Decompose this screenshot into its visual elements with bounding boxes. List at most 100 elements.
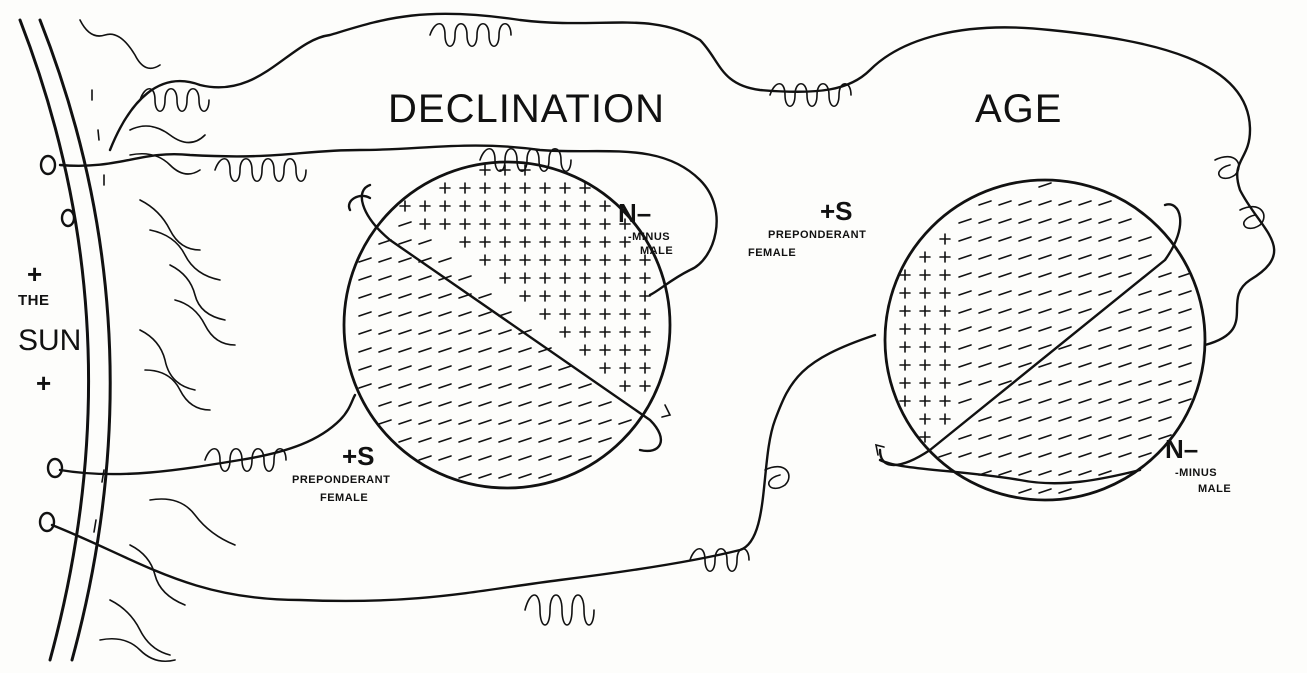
mark: [900, 306, 910, 316]
minus-mark: [1159, 417, 1171, 421]
declination-title: DECLINATION: [388, 87, 665, 131]
mark: [1119, 237, 1131, 241]
mark: [999, 363, 1011, 367]
minus-mark: [1059, 489, 1071, 493]
minus-mark: [1019, 489, 1031, 493]
mark: [940, 324, 950, 334]
minus-mark: [439, 384, 451, 388]
plus-mark: [600, 219, 610, 229]
minus-mark: [359, 348, 371, 352]
minus-mark: [439, 294, 451, 298]
mark: [959, 345, 971, 349]
minus-mark: [399, 258, 411, 262]
plus-mark: [600, 345, 610, 355]
minus-mark: [1019, 453, 1031, 457]
solar-flames: [80, 20, 235, 661]
minus-mark: [1059, 381, 1071, 385]
minus-mark: [399, 438, 411, 442]
minus-mark: [1119, 435, 1131, 439]
left-south-sign: +S: [342, 441, 375, 471]
minus-mark: [359, 258, 371, 262]
mark: [979, 363, 991, 367]
mark: [959, 327, 971, 331]
minus-mark: [459, 312, 471, 316]
minus-mark: [499, 366, 511, 370]
wire-bottom: [52, 335, 875, 601]
mark: [940, 306, 950, 316]
mark: [940, 360, 950, 370]
plus-mark: [560, 183, 570, 193]
plus-mark: [440, 219, 450, 229]
minus-mark: [419, 240, 431, 244]
plus-mark: [620, 363, 630, 373]
minus-mark: [1159, 309, 1171, 313]
minus-mark: [459, 330, 471, 334]
plus-mark: [460, 219, 470, 229]
minus-mark: [1119, 327, 1131, 331]
mark: [940, 288, 950, 298]
plus-mark: [520, 237, 530, 247]
minus-mark: [479, 366, 491, 370]
minus-mark: [559, 438, 571, 442]
plus-mark: [560, 273, 570, 283]
mark: [1019, 363, 1031, 367]
mark: [999, 309, 1011, 313]
mark: [1059, 273, 1071, 277]
plus-mark: [460, 183, 470, 193]
minus-mark: [1139, 381, 1151, 385]
minus-mark: [539, 456, 551, 460]
minus-mark: [1099, 363, 1111, 367]
minus-mark: [1159, 327, 1171, 331]
plus-mark: [520, 219, 530, 229]
minus-mark: [399, 294, 411, 298]
minus-mark: [1139, 435, 1151, 439]
minus-mark: [1019, 381, 1031, 385]
minus-mark: [379, 402, 391, 406]
minus-mark: [579, 420, 591, 424]
mark: [999, 219, 1011, 223]
minus-mark: [1079, 345, 1091, 349]
minus-mark: [1079, 363, 1091, 367]
minus-mark: [1079, 471, 1091, 475]
mark: [979, 273, 991, 277]
right-north-sign: N–: [1165, 434, 1198, 464]
plus-mark: [540, 201, 550, 211]
minus-mark: [1039, 399, 1051, 403]
mark: [1019, 255, 1031, 259]
mark: [1039, 327, 1051, 331]
minus-mark: [479, 402, 491, 406]
mark: [1039, 255, 1051, 259]
mark: [959, 363, 971, 367]
plus-mark: [620, 273, 630, 283]
minus-mark: [1179, 399, 1191, 403]
left-north-sign: N–: [618, 198, 651, 228]
minus-mark: [1119, 363, 1131, 367]
mark: [920, 252, 930, 262]
plus-mark: [480, 237, 490, 247]
plus-mark: [640, 345, 650, 355]
minus-mark: [1159, 345, 1171, 349]
minus-mark: [999, 453, 1011, 457]
minus-mark: [419, 456, 431, 460]
minus-mark: [419, 294, 431, 298]
minus-mark: [1079, 417, 1091, 421]
mark: [1059, 237, 1071, 241]
minus-mark: [1119, 381, 1131, 385]
plus-mark: [620, 327, 630, 337]
minus-mark: [499, 384, 511, 388]
plus-mark: [480, 219, 490, 229]
minus-mark: [1079, 435, 1091, 439]
minus-mark: [579, 438, 591, 442]
minus-mark: [459, 456, 471, 460]
minus-mark: [459, 384, 471, 388]
minus-mark: [479, 456, 491, 460]
mark: [979, 291, 991, 295]
minus-mark: [1099, 453, 1111, 457]
minus-mark: [419, 312, 431, 316]
plus-mark: [580, 255, 590, 265]
plus-mark: [420, 219, 430, 229]
left-north-line1: -MINUS: [628, 231, 670, 243]
mark: [1019, 273, 1031, 277]
plus-mark: [580, 345, 590, 355]
